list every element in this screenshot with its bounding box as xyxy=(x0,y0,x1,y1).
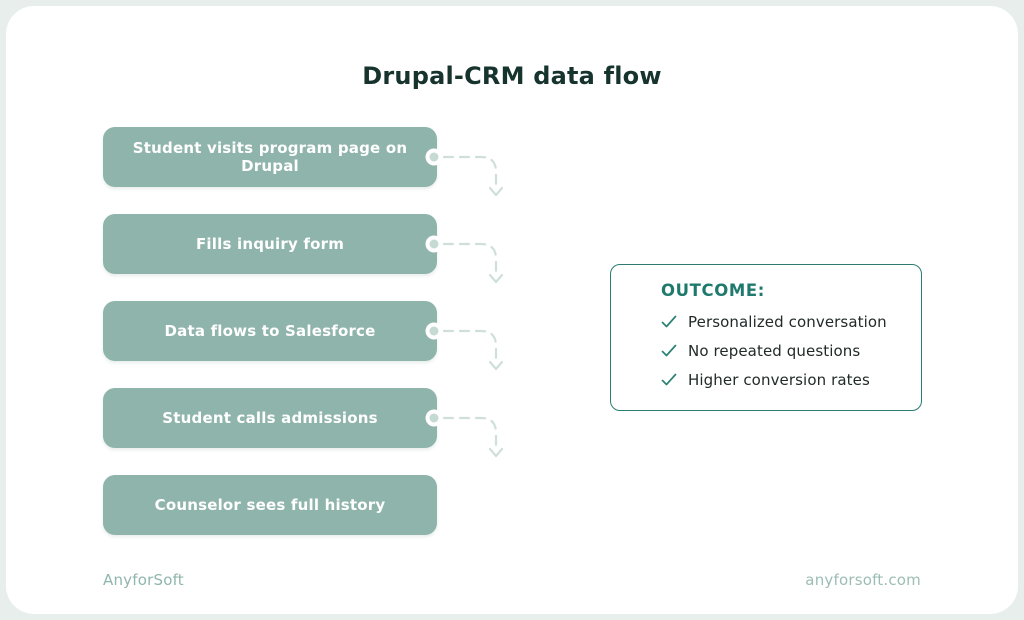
dashed-arrow-icon xyxy=(425,235,504,284)
outcome-item: No repeated questions xyxy=(661,342,903,360)
outcome-heading: OUTCOME: xyxy=(661,281,765,300)
check-icon xyxy=(661,315,677,329)
website-label: anyforsoft.com xyxy=(805,571,921,589)
check-icon xyxy=(661,373,677,387)
outcome-item: Personalized conversation xyxy=(661,313,903,331)
check-icon xyxy=(661,344,677,358)
flow-step-label: Data flows to Salesforce xyxy=(164,322,376,340)
flow-step: Student calls admissions xyxy=(103,388,437,448)
page-title: Drupal-CRM data flow xyxy=(362,62,662,90)
flow-step-label: Counselor sees full history xyxy=(154,496,386,514)
flow-step: Student visits program page on Drupal xyxy=(103,127,437,187)
flow-step-label: Student visits program page on Drupal xyxy=(132,139,408,175)
outcome-panel: OUTCOME: Personalized conversation No re… xyxy=(610,264,922,411)
flow-step-label: Fills inquiry form xyxy=(195,235,345,253)
outcome-item-label: No repeated questions xyxy=(688,342,861,360)
outcome-item: Higher conversion rates xyxy=(661,371,903,389)
flow-step-label: Student calls admissions xyxy=(162,409,378,427)
dashed-arrow-icon xyxy=(425,148,504,197)
flow-step: Data flows to Salesforce xyxy=(103,301,437,361)
dashed-arrow-icon xyxy=(425,322,504,371)
brand-label: AnyforSoft xyxy=(103,571,184,589)
infographic-card: Drupal-CRM data flow Student visits prog… xyxy=(6,6,1018,614)
outcome-item-label: Personalized conversation xyxy=(688,313,887,331)
outcome-item-label: Higher conversion rates xyxy=(688,371,870,389)
dashed-arrow-icon xyxy=(425,409,504,458)
flow-step: Fills inquiry form xyxy=(103,214,437,274)
flow-step: Counselor sees full history xyxy=(103,475,437,535)
